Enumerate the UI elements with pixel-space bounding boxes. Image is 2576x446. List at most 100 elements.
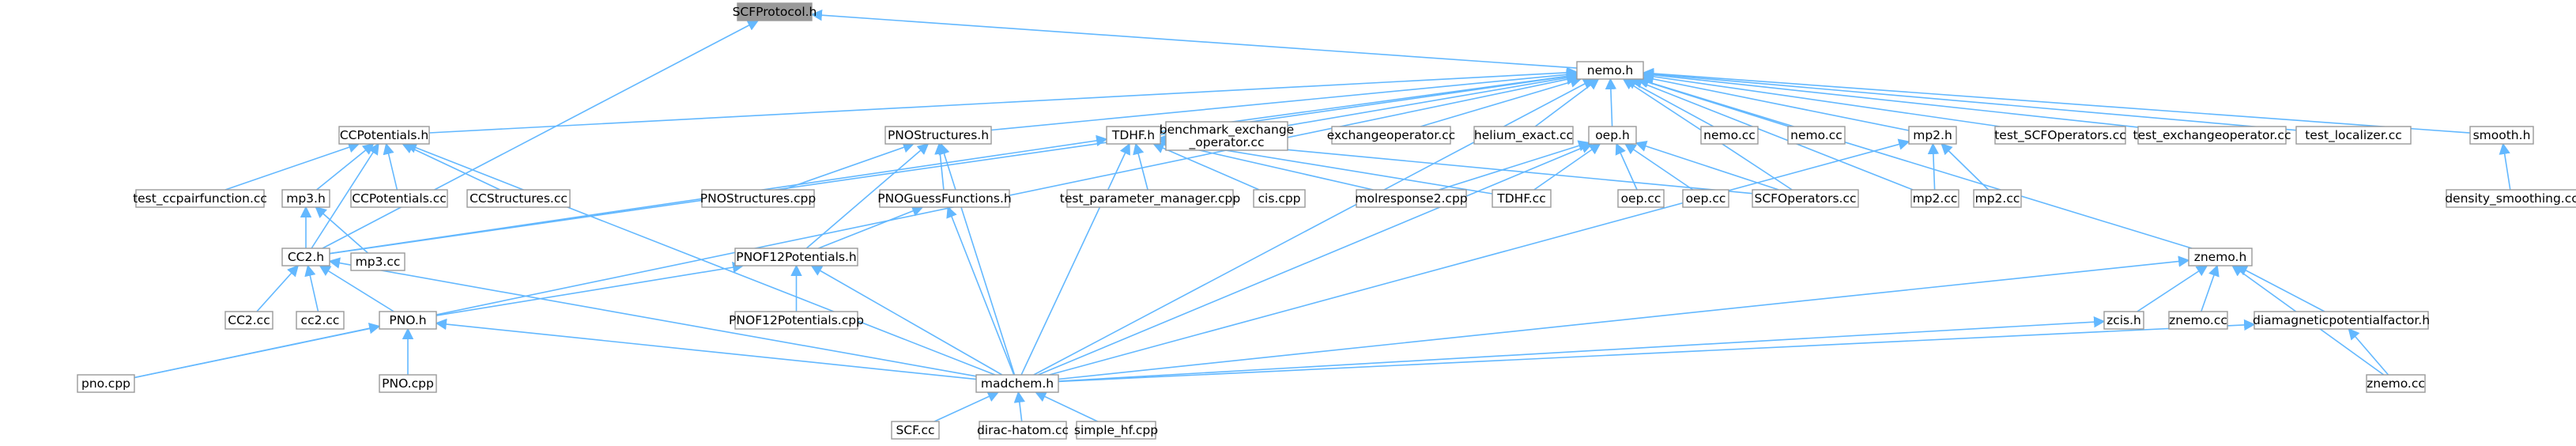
edge-testparam-to-tdhf xyxy=(1133,142,1148,191)
edge-znemocc1-to-znemo xyxy=(2201,264,2220,312)
node-pnocpp2[interactable]: PNO.cpp xyxy=(379,374,437,393)
node-cc2cc2[interactable]: cc2.cc xyxy=(296,311,345,330)
node-label: PNOStructures.cpp xyxy=(700,191,816,206)
node-scfcc[interactable]: SCF.cc xyxy=(891,421,940,440)
node-scf[interactable]: SCFProtocol.h xyxy=(733,2,817,21)
node-label: mp2.h xyxy=(1913,128,1952,142)
node-znemocc2[interactable]: znemo.cc xyxy=(2366,374,2426,393)
node-pnoh[interactable]: PNO.h xyxy=(379,311,437,330)
node-tdhf[interactable]: TDHF.h xyxy=(1106,126,1161,145)
node-mp2cc2[interactable]: mp2.cc xyxy=(1973,189,2022,208)
node-label: TDHF.h xyxy=(1111,128,1155,142)
node-nemocc2[interactable]: nemo.cc xyxy=(1787,126,1846,145)
node-bench[interactable]: benchmark_exchange_operator.cc xyxy=(1160,121,1294,151)
node-pnoguess[interactable]: PNOGuessFunctions.h xyxy=(877,189,1012,208)
node-label: znemo.h xyxy=(2194,250,2247,264)
node-box xyxy=(1700,126,1759,145)
node-oep[interactable]: oep.h xyxy=(1588,126,1637,145)
node-testparam[interactable]: test_parameter_manager.cpp xyxy=(1060,189,1240,208)
node-ciscpp[interactable]: cis.cpp xyxy=(1253,189,1306,208)
node-box xyxy=(734,248,858,266)
node-scfops[interactable]: SCFOperators.cc xyxy=(1752,189,1859,208)
node-mp2h[interactable]: mp2.h xyxy=(1908,126,1957,145)
node-densm[interactable]: density_smoothing.cc xyxy=(2445,189,2576,208)
node-zcis[interactable]: zcis.h xyxy=(2103,311,2144,330)
node-box xyxy=(1973,189,2022,208)
node-label: SCF.cc xyxy=(896,423,934,437)
node-ccpot[interactable]: CCPotentials.h xyxy=(338,126,430,145)
node-pnostructcpp[interactable]: PNOStructures.cpp xyxy=(700,189,816,208)
node-label: cc2.cc xyxy=(301,313,340,327)
node-cc2h[interactable]: CC2.h xyxy=(281,248,330,266)
node-label: CCPotentials.h xyxy=(340,128,428,142)
edge-smooth-to-nemo xyxy=(1642,67,2471,134)
node-pnocpp[interactable]: pno.cpp xyxy=(77,374,135,393)
edge-pnof12-to-pnostruct xyxy=(805,143,930,249)
node-testloc[interactable]: test_localizer.cc xyxy=(2295,126,2412,145)
node-znemo[interactable]: znemo.h xyxy=(2188,248,2253,266)
node-tdhfcc[interactable]: TDHF.cc xyxy=(1492,189,1552,208)
edge-zcis-to-znemo xyxy=(2137,265,2208,312)
edge-oep-to-nemo xyxy=(1605,77,1617,127)
edge-ccpotcc-to-ccpot xyxy=(383,142,398,191)
node-exchop[interactable]: exchangeoperator.cc xyxy=(1327,126,1455,145)
edge-ccpot-to-nemo xyxy=(428,66,1578,134)
node-label: oep.h xyxy=(1595,128,1630,142)
node-box xyxy=(1994,126,2126,145)
node-box xyxy=(379,311,437,330)
node-dirac[interactable]: dirac-hatom.cc xyxy=(977,421,1069,440)
node-nemo[interactable]: nemo.h xyxy=(1576,61,1644,80)
edge-testexch-to-nemo xyxy=(1642,69,2139,128)
node-madchem[interactable]: madchem.h xyxy=(975,374,1059,393)
edge-ciscpp-to-tdhf xyxy=(1152,142,1260,191)
node-testscf[interactable]: test_SCFOperators.cc xyxy=(1994,126,2126,145)
node-simplehf[interactable]: simple_hf.cpp xyxy=(1074,421,1158,440)
edge-mp3cc-to-mp3h xyxy=(315,206,369,254)
node-nemocc1[interactable]: nemo.cc xyxy=(1700,126,1759,145)
node-helium[interactable]: helium_exact.cc xyxy=(1473,126,1574,145)
node-box xyxy=(1682,189,1729,208)
node-box xyxy=(350,252,405,271)
node-box xyxy=(1066,189,1234,208)
node-box xyxy=(379,374,437,393)
node-molresp[interactable]: molresponse2.cpp xyxy=(1355,189,1468,208)
edge-diamag-to-znemo xyxy=(2235,265,2325,312)
node-label: test_exchangeoperator.cc xyxy=(2133,128,2291,143)
node-label: test_ccpairfunction.cc xyxy=(133,191,267,206)
edge-simplehf-to-madchem xyxy=(1034,391,1099,422)
node-ccpotcc[interactable]: CCPotentials.cc xyxy=(350,189,448,208)
node-box xyxy=(2295,126,2412,145)
node-label: mp3.cc xyxy=(356,255,401,269)
node-box xyxy=(1106,126,1161,145)
node-box xyxy=(1908,126,1957,145)
node-ccstruct[interactable]: CCStructures.cc xyxy=(466,189,571,208)
edge-mp2h-to-nemo xyxy=(1642,73,1910,131)
node-label: CCStructures.cc xyxy=(470,191,568,206)
node-box xyxy=(1910,189,1959,208)
node-label: PNOF12Potentials.h xyxy=(736,250,857,264)
node-box xyxy=(296,311,345,330)
node-oepcc1[interactable]: oep.cc xyxy=(1617,189,1665,208)
node-pnof12cpp[interactable]: PNOF12Potentials.cpp xyxy=(729,311,864,330)
node-cc2cc1[interactable]: CC2.cc xyxy=(224,311,273,330)
node-smooth[interactable]: smooth.h xyxy=(2469,126,2534,145)
node-label: PNOGuessFunctions.h xyxy=(877,191,1011,206)
node-diamag[interactable]: diamagneticpotentialfactor.h xyxy=(2253,311,2430,330)
node-pnostruct[interactable]: PNOStructures.h xyxy=(884,126,992,145)
edge-madchem-to-mp2h xyxy=(1049,138,1910,376)
node-znemocc1[interactable]: znemo.cc xyxy=(2168,311,2228,330)
node-mp2cc1[interactable]: mp2.cc xyxy=(1910,189,1959,208)
node-testccpair[interactable]: test_ccpairfunction.cc xyxy=(133,189,267,208)
node-label: simple_hf.cpp xyxy=(1074,423,1158,438)
node-mp3h[interactable]: mp3.h xyxy=(281,189,330,208)
node-testexch[interactable]: test_exchangeoperator.cc xyxy=(2133,126,2291,145)
edge-cc2cc2-to-cc2h xyxy=(304,264,319,312)
node-pnof12[interactable]: PNOF12Potentials.h xyxy=(734,248,858,266)
node-label: nemo.h xyxy=(1587,63,1633,77)
node-mp3cc[interactable]: mp3.cc xyxy=(350,252,405,271)
node-label: oep.cc xyxy=(1686,191,1726,206)
node-oepcc2[interactable]: oep.cc xyxy=(1682,189,1729,208)
edge-scfops-to-oep xyxy=(1635,140,1779,191)
node-box xyxy=(350,189,448,208)
